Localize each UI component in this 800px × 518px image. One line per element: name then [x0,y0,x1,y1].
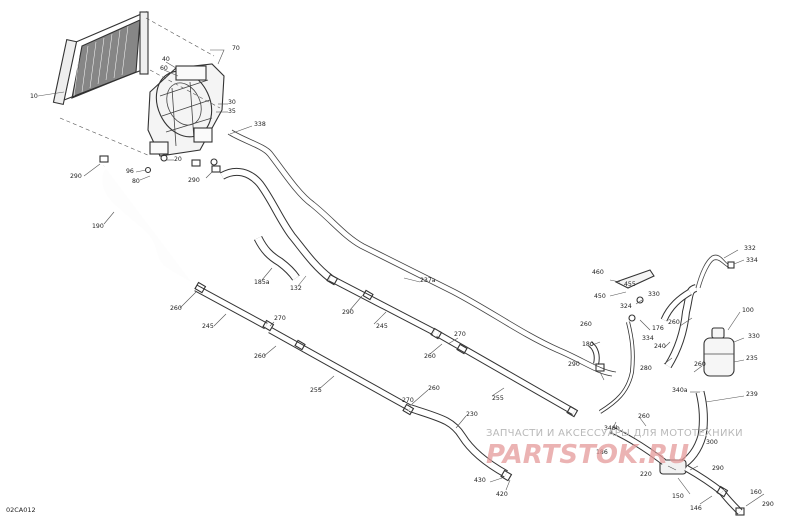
label-176: 176 [652,325,664,332]
hose-240 [664,284,698,369]
label-80: 80 [132,178,140,185]
label-260-h: 260 [638,413,650,420]
hose-260-upper [660,288,692,322]
label-340a: 340a [672,387,688,394]
label-270-a: 270 [274,315,286,322]
leader-lines [37,49,765,507]
label-160: 160 [750,489,762,496]
watermark-tagline: ЗАПЧАСТИ И АКСЕССУАРЫ ДЛЯ МОТОТЕХНИКИ [486,428,743,439]
label-185a: 185a [254,279,270,286]
label-235: 235 [746,355,758,362]
label-339: 330 [648,291,660,298]
fasteners [99,154,221,174]
label-60: 60 [160,65,168,72]
label-40: 40 [162,56,170,63]
label-420: 420 [496,491,508,498]
label-20: 20 [174,156,182,163]
label-330: 330 [748,333,760,340]
label-290-f: 290 [762,501,774,508]
label-290-b: 290 [188,177,200,184]
label-220: 220 [640,471,652,478]
label-260-f: 260 [668,319,680,326]
label-255-b: 255 [492,395,504,402]
hose-255-mid [436,330,576,416]
label-240: 240 [654,343,666,350]
label-245-a: 245 [202,323,214,330]
hose-190 [96,164,198,291]
hose-255-lower [268,326,412,412]
label-324: 324 [620,303,632,310]
label-450: 450 [594,293,606,300]
callout-labels: 10 70 40 60 30 35 20 96 80 290 290 338 1… [30,45,774,512]
hose-239 [677,390,708,470]
label-180: 180 [582,341,594,348]
hose-180 [588,341,600,365]
label-260-e: 260 [580,321,592,328]
hose-255-right [598,321,635,414]
label-237a: 237a [420,277,436,284]
label-260-b: 260 [254,353,266,360]
label-270-b: 270 [454,331,466,338]
watermark-logo: PARTSTOK.RU [486,440,689,470]
label-100: 100 [742,307,754,314]
label-260-g: 260 [694,361,706,368]
label-290-c: 290 [342,309,354,316]
label-270-c: 270 [402,397,414,404]
hose-upper-from-fan [220,167,333,282]
label-10: 10 [30,93,38,100]
label-150: 150 [672,493,684,500]
label-35: 35 [228,108,236,115]
label-460: 460 [592,269,604,276]
label-340b: 340b [604,425,620,432]
label-70: 70 [232,45,240,52]
hose-230 [408,404,508,478]
tube-332 [695,254,731,289]
label-334: 334 [642,335,654,342]
label-190: 190 [92,223,104,230]
label-230: 230 [466,411,478,418]
label-186: 186 [596,449,608,456]
bracket-460 [614,269,655,322]
label-455: 455 [624,281,636,288]
watermark: ЗАПЧАСТИ И АКСЕССУАРЫ ДЛЯ МОТОТЕХНИКИ PA… [486,428,743,470]
label-30: 30 [228,99,236,106]
label-239: 239 [746,391,758,398]
label-430: 430 [474,477,486,484]
label-280: 280 [640,365,652,372]
label-146: 146 [690,505,702,512]
label-338: 338 [254,121,266,128]
label-290-e: 290 [712,465,724,472]
label-255-a: 255 [310,387,322,394]
label-260-a: 260 [170,305,182,312]
label-290-d: 290 [568,361,580,368]
label-332: 332 [744,245,756,252]
tube-237a [227,129,617,377]
reference-lines [59,17,221,157]
radiator [52,11,149,105]
label-260-c: 260 [424,353,436,360]
label-290-a: 290 [70,173,82,180]
label-96: 96 [126,168,134,175]
label-260-d: 260 [428,385,440,392]
fan-assembly [147,63,225,157]
expansion-tank [703,327,735,377]
clamps [194,261,745,516]
hose-245-upper [194,284,268,330]
diagram-code: 02CA012 [6,506,36,514]
label-245-b: 245 [376,323,388,330]
label-132: 132 [290,285,302,292]
outlet-160 [719,489,743,515]
label-334-b: 334 [746,257,758,264]
label-300: 300 [706,439,718,446]
connector-220 [610,426,725,495]
hose-185a [253,235,300,281]
hose-245-mid [328,274,436,336]
